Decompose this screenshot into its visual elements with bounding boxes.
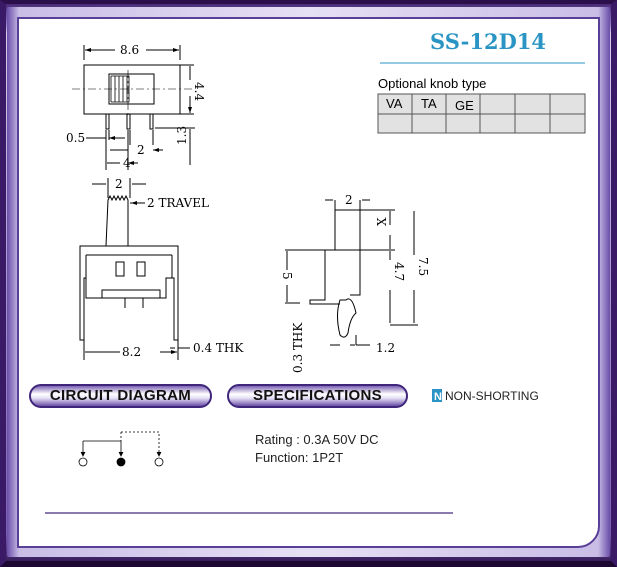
part-number-title: SS-12D14 xyxy=(430,29,546,54)
front-view xyxy=(79,178,190,360)
dim-label: X xyxy=(375,217,389,226)
dim-label: 4.7 xyxy=(392,262,406,281)
non-shorting-icon-letter: N xyxy=(434,391,442,403)
knob-table-grid xyxy=(377,93,586,134)
knob-cell: VA xyxy=(386,96,403,111)
dim-label: 2 xyxy=(115,177,123,191)
dim-label: 8.6 xyxy=(120,43,139,57)
dim-label: 1.2 xyxy=(376,341,395,355)
non-shorting-label: NON-SHORTING xyxy=(445,389,539,403)
specifications-heading: SPECIFICATIONS xyxy=(227,384,408,408)
function-text: Function: 1P2T xyxy=(255,450,343,465)
top-view xyxy=(72,45,195,170)
dim-label: 5 xyxy=(280,272,294,280)
dim-label: 2 xyxy=(345,193,353,207)
dim-label: 4.4 xyxy=(192,82,206,101)
non-shorting-icon xyxy=(432,389,442,402)
circuit-diagram-heading: CIRCUIT DIAGRAM xyxy=(29,384,212,408)
dim-label: 2 TRAVEL xyxy=(147,196,209,210)
dim-label: 0.5 xyxy=(66,131,85,145)
dim-label: 4 xyxy=(123,156,131,170)
knob-cell: TA xyxy=(421,96,437,111)
dimension-labels: 8.6 4.4 0.5 2 4 1.3 2 2 TRAVEL 8.2 0.4 T… xyxy=(66,43,430,373)
rating-text: Rating : 0.3A 50V DC xyxy=(255,432,379,447)
side-view xyxy=(285,199,418,346)
knob-table-label: Optional knob type xyxy=(378,76,486,91)
dim-label: 0.3 THK xyxy=(291,322,305,373)
dim-label: 2 xyxy=(137,143,145,157)
circuit-diagram xyxy=(78,431,164,467)
dim-label: 7.5 xyxy=(416,257,430,276)
dim-label: 8.2 xyxy=(122,345,141,359)
knob-cell: GE xyxy=(455,98,474,113)
dim-label: 0.4 THK xyxy=(193,341,244,355)
dim-label: 1.3 xyxy=(175,126,189,145)
